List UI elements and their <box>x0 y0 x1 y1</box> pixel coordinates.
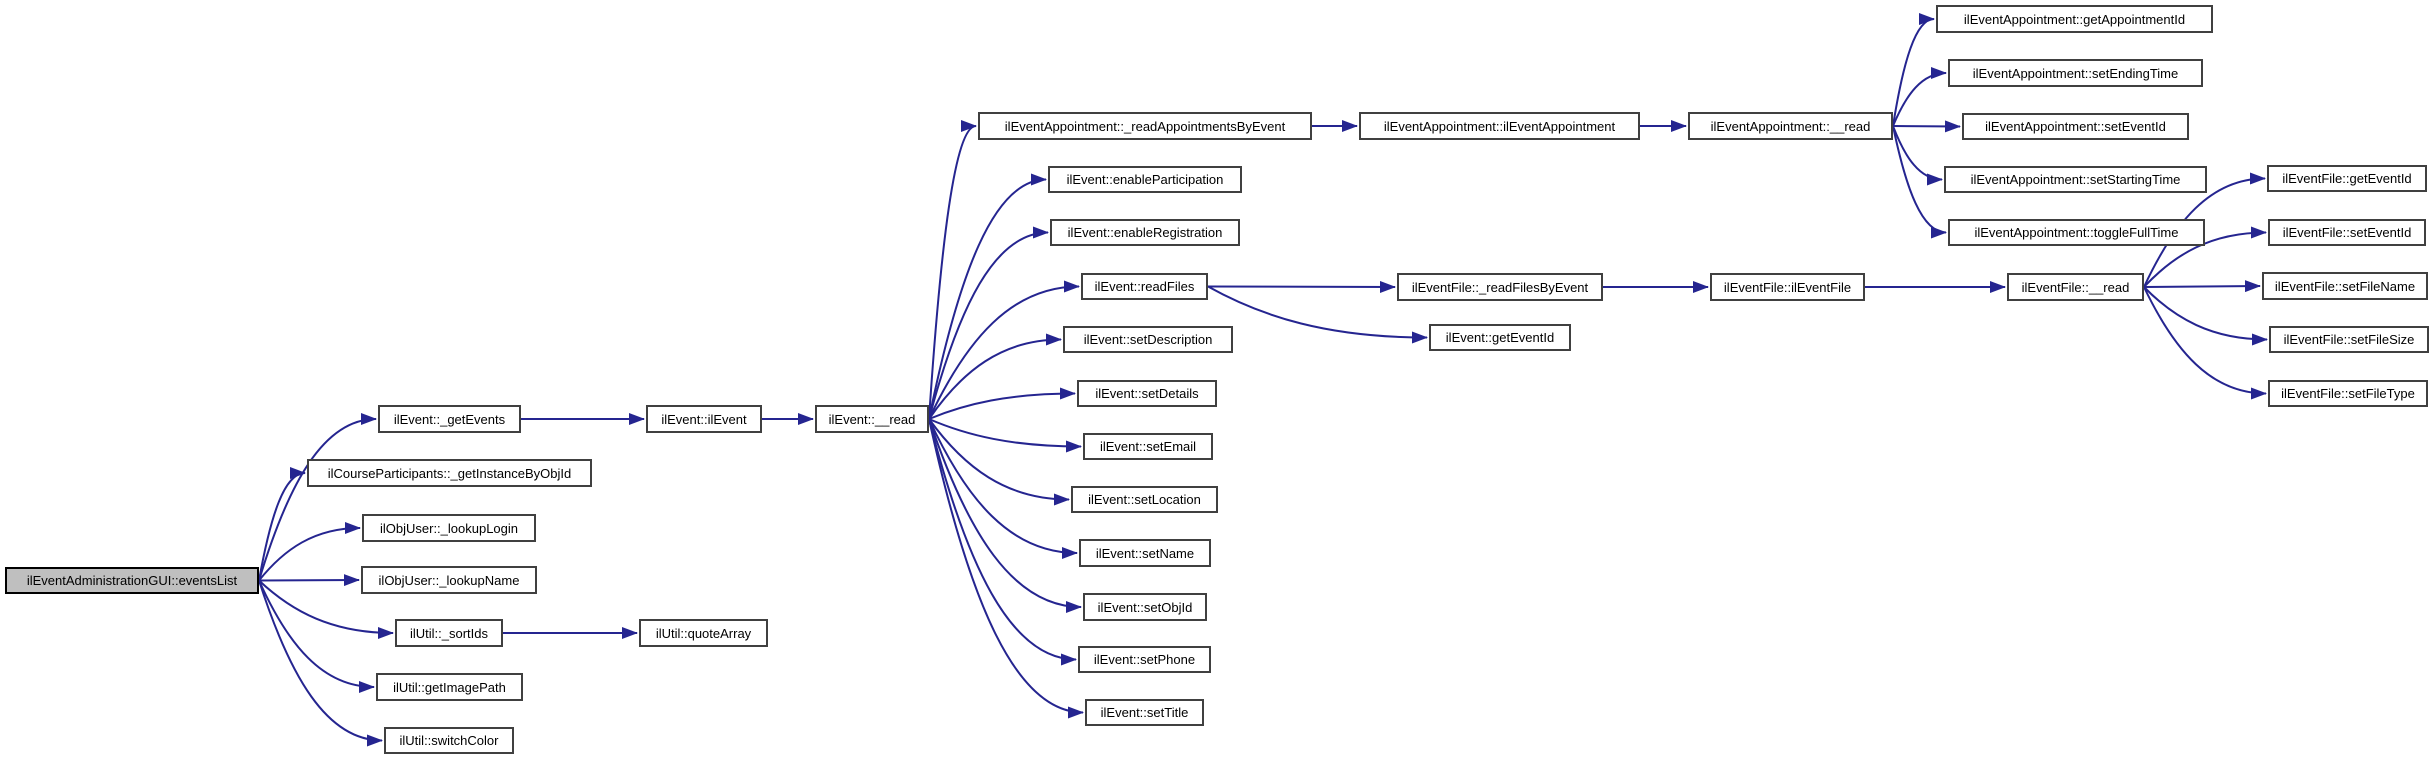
edge-eventsList-to-switchColor <box>258 580 383 747</box>
edge-eventRead-to-enableRegistration <box>928 226 1049 420</box>
graph-node-setFileSize[interactable]: ilEventFile::setFileSize <box>2269 326 2429 353</box>
edge-eventRead-to-readAppointmentsByEvent <box>928 120 977 420</box>
edge-eventsList-to-getImagePath <box>258 580 375 693</box>
graph-node-getAppointmentId[interactable]: ilEventAppointment::getAppointmentId <box>1936 5 2213 33</box>
graph-node-fileRead[interactable]: ilEventFile::__read <box>2007 273 2144 301</box>
edge-fileRead-to-setFileSize <box>2143 286 2268 346</box>
edge-eventRead-to-setDetails <box>928 387 1076 420</box>
graph-node-appSetStartingTime[interactable]: ilEventAppointment::setStartingTime <box>1944 166 2207 193</box>
edge-eventsList-to-lookupName <box>258 574 360 587</box>
edge-eventRead-to-setObjId <box>928 418 1082 613</box>
edge-appointmentRead-to-appSetStartingTime <box>1892 125 1943 186</box>
graph-node-enableRegistration[interactable]: ilEvent::enableRegistration <box>1050 219 1240 246</box>
graph-node-switchColor[interactable]: ilUtil::switchColor <box>384 727 514 754</box>
graph-node-lookupName[interactable]: ilObjUser::_lookupName <box>361 566 537 594</box>
graph-node-quoteArray[interactable]: ilUtil::quoteArray <box>639 619 768 647</box>
graph-node-appSetEndingTime[interactable]: ilEventAppointment::setEndingTime <box>1948 59 2203 87</box>
edge-eventsList-to-getInstanceByObjId <box>258 467 306 581</box>
edge-eventRead-to-setEmail <box>928 418 1082 453</box>
edge-eventsList-to-lookupLogin <box>258 522 361 582</box>
graph-node-ilEventCtor[interactable]: ilEvent::ilEvent <box>646 405 762 433</box>
graph-node-eventGetEventId[interactable]: ilEvent::getEventId <box>1429 324 1571 351</box>
edge-eventRead-to-setLocation <box>928 418 1070 506</box>
graph-node-setObjId[interactable]: ilEvent::setObjId <box>1083 593 1207 621</box>
edge-appointmentRead-to-getAppointmentId <box>1892 13 1935 127</box>
edge-eventRead-to-setTitle <box>928 418 1084 719</box>
graph-node-eventRead[interactable]: ilEvent::__read <box>815 405 929 433</box>
edge-eventRead-to-readFiles <box>928 280 1080 420</box>
graph-node-readFilesByEvent[interactable]: ilEventFile::_readFilesByEvent <box>1397 273 1603 301</box>
edge-appointmentRead-to-appSetEventId <box>1892 120 1961 133</box>
edge-eventsList-to-sortIds <box>258 579 394 639</box>
graph-node-setEmail[interactable]: ilEvent::setEmail <box>1083 433 1213 460</box>
graph-node-sortIds[interactable]: ilUtil::_sortIds <box>395 619 503 647</box>
graph-node-setPhone[interactable]: ilEvent::setPhone <box>1078 646 1211 673</box>
edge-eventsList-to-getEvents <box>258 413 377 581</box>
edge-fileRead-to-fileGetEventId <box>2143 172 2266 288</box>
graph-node-setLocation[interactable]: ilEvent::setLocation <box>1071 486 1218 513</box>
edge-readFiles-to-eventGetEventId <box>1207 285 1428 344</box>
edge-eventRead-to-setDescription <box>928 333 1062 420</box>
edge-appointmentRead-to-toggleFullTime <box>1892 125 1947 239</box>
graph-node-eventFileCtor[interactable]: ilEventFile::ilEventFile <box>1710 273 1865 301</box>
graph-node-setFileName[interactable]: ilEventFile::setFileName <box>2262 272 2428 300</box>
graph-node-appointmentCtor[interactable]: ilEventAppointment::ilEventAppointment <box>1359 112 1640 140</box>
edge-eventRead-to-enableParticipation <box>928 173 1047 420</box>
edge-fileRead-to-setFileType <box>2143 286 2267 400</box>
graph-node-setName[interactable]: ilEvent::setName <box>1079 539 1211 567</box>
edge-readFiles-to-readFilesByEvent <box>1207 280 1396 293</box>
edge-fileRead-to-setFileName <box>2143 280 2261 293</box>
graph-node-lookupLogin[interactable]: ilObjUser::_lookupLogin <box>362 514 536 542</box>
edge-eventRead-to-setName <box>928 418 1078 559</box>
graph-node-appSetEventId[interactable]: ilEventAppointment::setEventId <box>1962 113 2189 140</box>
graph-node-toggleFullTime[interactable]: ilEventAppointment::toggleFullTime <box>1948 219 2205 246</box>
graph-node-readFiles[interactable]: ilEvent::readFiles <box>1081 273 1208 300</box>
edge-appointmentRead-to-appSetEndingTime <box>1892 67 1947 127</box>
graph-node-readAppointmentsByEvent[interactable]: ilEventAppointment::_readAppointmentsByE… <box>978 112 1312 140</box>
graph-node-enableParticipation[interactable]: ilEvent::enableParticipation <box>1048 166 1242 193</box>
graph-node-setDetails[interactable]: ilEvent::setDetails <box>1077 380 1217 407</box>
graph-node-setTitle[interactable]: ilEvent::setTitle <box>1085 699 1204 726</box>
edge-fileRead-to-fileSetEventId <box>2143 226 2267 288</box>
graph-node-fileGetEventId[interactable]: ilEventFile::getEventId <box>2267 165 2427 192</box>
graph-node-getImagePath[interactable]: ilUtil::getImagePath <box>376 673 523 701</box>
graph-node-eventsList[interactable]: ilEventAdministrationGUI::eventsList <box>5 567 259 594</box>
graph-node-setFileType[interactable]: ilEventFile::setFileType <box>2268 380 2428 407</box>
graph-node-getEvents[interactable]: ilEvent::_getEvents <box>378 405 521 433</box>
graph-node-fileSetEventId[interactable]: ilEventFile::setEventId <box>2268 219 2426 246</box>
graph-node-getInstanceByObjId[interactable]: ilCourseParticipants::_getInstanceByObjI… <box>307 459 592 487</box>
edge-eventRead-to-setPhone <box>928 418 1077 666</box>
graph-node-appointmentRead[interactable]: ilEventAppointment::__read <box>1688 112 1893 140</box>
graph-node-setDescription[interactable]: ilEvent::setDescription <box>1063 326 1233 353</box>
